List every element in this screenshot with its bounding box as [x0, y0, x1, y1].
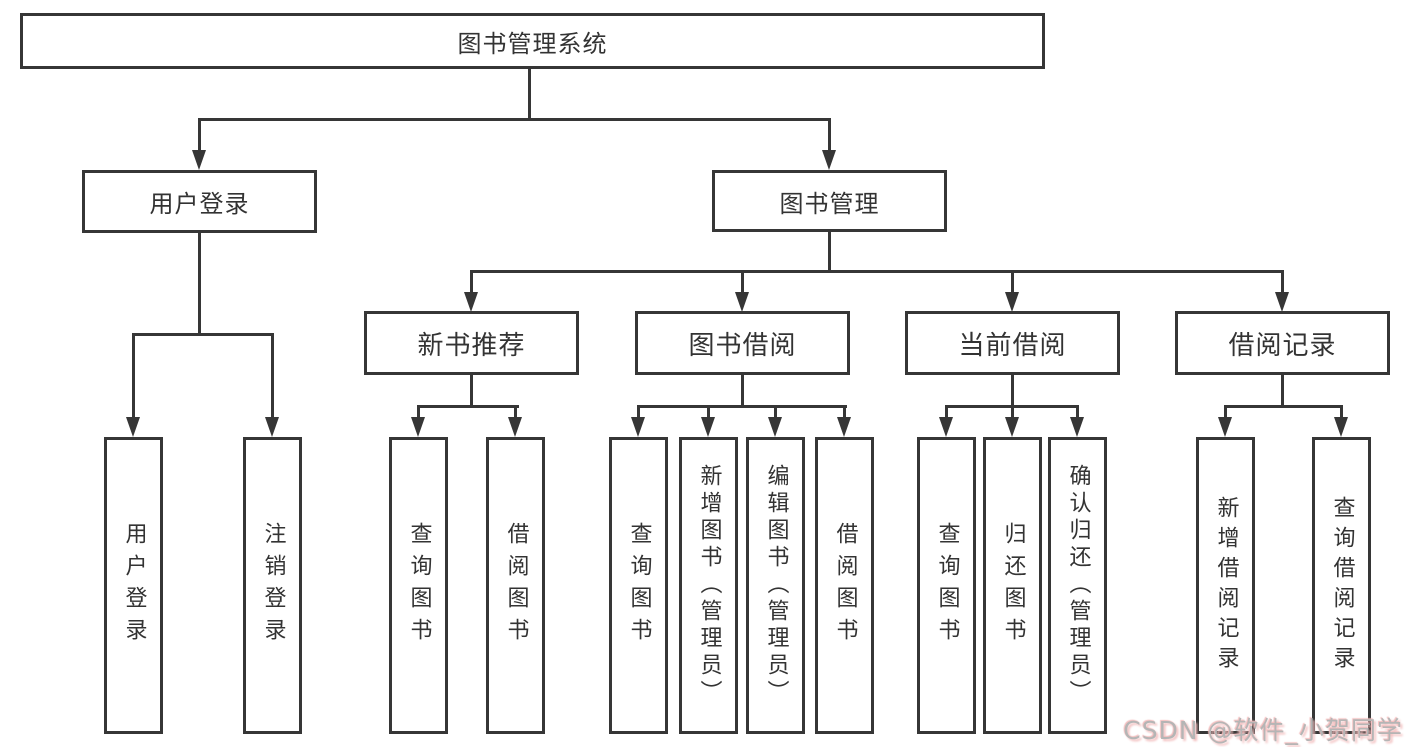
- connector-drop-new-book: [470, 270, 473, 294]
- connector-borrow-records-stem: [1281, 375, 1284, 408]
- leaf-logout: 注销登录: [243, 437, 302, 734]
- leaf-label: 新增图书（管理员）: [696, 464, 722, 707]
- connector-user-login-bar: [132, 333, 274, 336]
- node-label: 当前借阅: [958, 330, 1067, 361]
- connector-book-mgmt-stem: [828, 232, 831, 272]
- leaf-label: 查询图书: [406, 521, 432, 650]
- arrowhead-down-icon: [464, 292, 478, 312]
- leaf-label: 新增借阅记录: [1213, 495, 1239, 676]
- leaf-query-books-3: 查询图书: [917, 437, 976, 734]
- connector-root-bar: [198, 118, 831, 121]
- connector-drop: [945, 405, 948, 419]
- arrowhead-down-icon: [1005, 417, 1019, 437]
- arrowhead-down-icon: [411, 417, 425, 437]
- connector-drop-user-login: [198, 118, 201, 152]
- leaf-query-books-2: 查询图书: [609, 437, 668, 734]
- leaf-add-borrow-record: 新增借阅记录: [1196, 437, 1255, 734]
- connector-book-borrow-bar: [637, 405, 847, 408]
- leaf-borrow-books-2: 借阅图书: [815, 437, 874, 734]
- connector-user-login-stem: [198, 233, 201, 336]
- leaf-label: 用户登录: [121, 521, 147, 650]
- connector-borrow-records-bar: [1224, 405, 1343, 408]
- leaf-label: 确认归还（管理员）: [1065, 464, 1091, 707]
- arrowhead-down-icon: [735, 292, 749, 312]
- arrowhead-down-icon: [822, 150, 836, 170]
- leaf-user-login: 用户登录: [104, 437, 163, 734]
- node-book-management: 图书管理: [712, 170, 947, 232]
- arrowhead-down-icon: [1334, 417, 1348, 437]
- leaf-label: 查询图书: [626, 521, 652, 650]
- node-label: 图书管理系统: [457, 29, 608, 58]
- node-label: 新书推荐: [417, 330, 526, 361]
- leaf-label: 借阅图书: [503, 521, 529, 650]
- arrowhead-down-icon: [126, 417, 140, 437]
- node-user-login: 用户登录: [82, 170, 317, 233]
- arrowhead-down-icon: [1218, 417, 1232, 437]
- leaf-return-books: 归还图书: [983, 437, 1042, 734]
- node-current-borrow: 当前借阅: [905, 311, 1120, 375]
- leaf-confirm-return-admin: 确认归还（管理员）: [1048, 437, 1107, 734]
- leaf-label: 归还图书: [1000, 521, 1026, 650]
- node-borrow-records: 借阅记录: [1175, 311, 1390, 375]
- connector-drop-logout: [271, 333, 274, 419]
- leaf-label: 编辑图书（管理员）: [763, 464, 789, 707]
- leaf-add-books-admin: 新增图书（管理员）: [679, 437, 738, 734]
- leaf-label: 查询图书: [934, 521, 960, 650]
- connector-drop: [637, 405, 640, 419]
- connector-drop: [843, 405, 846, 419]
- arrowhead-down-icon: [265, 417, 279, 437]
- arrowhead-down-icon: [1005, 292, 1019, 312]
- arrowhead-down-icon: [768, 417, 782, 437]
- arrowhead-down-icon: [837, 417, 851, 437]
- connector-book-mgmt-bar: [470, 270, 1284, 273]
- connector-drop: [417, 405, 420, 419]
- leaf-label: 查询借阅记录: [1329, 495, 1355, 676]
- csdn-watermark: CSDN @软件_小贺同学: [1123, 716, 1403, 745]
- node-library-management-system: 图书管理系统: [20, 13, 1045, 69]
- connector-drop: [514, 405, 517, 419]
- connector-drop: [1224, 405, 1227, 419]
- arrowhead-down-icon: [192, 150, 206, 170]
- leaf-borrow-books-1: 借阅图书: [486, 437, 545, 734]
- connector-drop-borrow-records: [1281, 270, 1284, 294]
- connector-root-stem: [528, 69, 531, 121]
- connector-new-book-bar: [417, 405, 519, 408]
- connector-drop: [707, 405, 710, 419]
- leaf-edit-books-admin: 编辑图书（管理员）: [746, 437, 805, 734]
- connector-drop: [1011, 405, 1014, 419]
- connector-drop-current-borrow: [1011, 270, 1014, 294]
- leaf-query-borrow-record: 查询借阅记录: [1312, 437, 1371, 734]
- node-label: 图书管理: [779, 189, 880, 218]
- node-new-book-recommend: 新书推荐: [364, 311, 579, 375]
- connector-drop: [1340, 405, 1343, 419]
- connector-drop: [774, 405, 777, 419]
- node-label: 借阅记录: [1228, 330, 1337, 361]
- leaf-label: 借阅图书: [832, 521, 858, 650]
- node-label: 用户登录: [149, 190, 250, 218]
- connector-drop-book-management: [828, 118, 831, 152]
- leaf-label: 注销登录: [260, 521, 286, 650]
- arrowhead-down-icon: [1275, 292, 1289, 312]
- arrowhead-down-icon: [631, 417, 645, 437]
- connector-drop-login: [132, 333, 135, 419]
- arrowhead-down-icon: [508, 417, 522, 437]
- connector-book-borrow-stem: [741, 375, 744, 408]
- node-label: 图书借阅: [688, 330, 797, 361]
- arrowhead-down-icon: [701, 417, 715, 437]
- arrowhead-down-icon: [1070, 417, 1084, 437]
- leaf-query-books-1: 查询图书: [389, 437, 448, 734]
- connector-current-borrow-stem: [1011, 375, 1014, 408]
- connector-drop: [1076, 405, 1079, 419]
- connector-drop-book-borrow: [741, 270, 744, 294]
- connector-new-book-stem: [470, 375, 473, 408]
- node-book-borrow: 图书借阅: [635, 311, 850, 375]
- arrowhead-down-icon: [939, 417, 953, 437]
